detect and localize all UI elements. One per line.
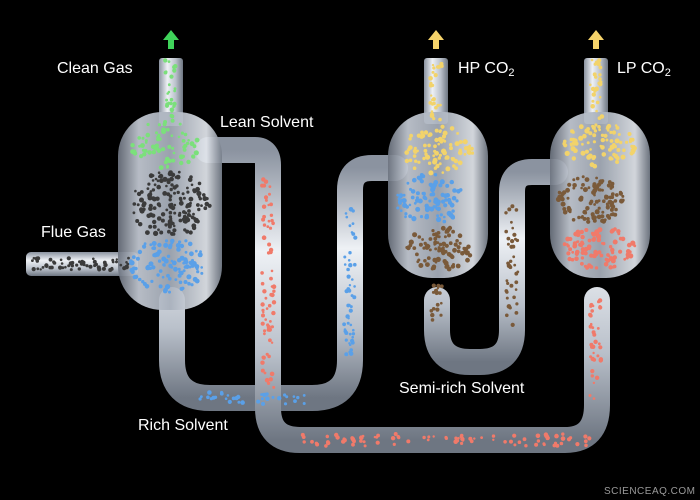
- hp-co2-outlet-pipe: [424, 58, 448, 124]
- rich-solvent-label: Rich Solvent: [138, 417, 228, 434]
- hp-co2-particles: [404, 124, 475, 176]
- absorber-solvent-particles: [129, 238, 204, 294]
- hp-co2-subscript: 2: [508, 67, 515, 79]
- semi-down-particles: [429, 283, 444, 322]
- lp-semi-rich-particles: [555, 175, 625, 224]
- lp-co2-subscript: 2: [664, 67, 671, 79]
- lp-co2-particles: [562, 123, 637, 169]
- clean-gas-particles: [130, 118, 200, 171]
- lp-pipe-particles: [589, 58, 605, 120]
- particles: [31, 58, 637, 448]
- lean-solvent-pipe: [195, 137, 610, 453]
- flue-gas-particles: [132, 170, 212, 236]
- watermark: SCIENCEAQ.COM: [604, 486, 696, 497]
- hp-semi-rich-particles: [405, 225, 473, 272]
- rich-solvent-pipe: [159, 155, 408, 411]
- clean-gas-up-arrow-icon: [163, 30, 179, 49]
- lp-co2-label: LP CO2: [617, 60, 671, 79]
- lp-stripper-vessel: [550, 112, 650, 278]
- hp-co2-label: HP CO2: [458, 60, 515, 79]
- lean-riser-particles: [588, 298, 604, 400]
- semi-up-particles: [504, 204, 520, 327]
- hp-pipe-particles: [428, 61, 444, 122]
- lean-vertical-particles: [260, 177, 277, 389]
- flue-gas-label: Flue Gas: [41, 224, 106, 241]
- semi-rich-solvent-label: Semi-rich Solvent: [399, 380, 525, 397]
- lean-solvent-label: Lean Solvent: [220, 114, 314, 131]
- flue-pipe-particles: [31, 256, 130, 272]
- lp-co2-up-arrow-icon: [588, 30, 604, 49]
- lp-co2-text: LP CO: [617, 60, 665, 77]
- clean-gas-outlet-pipe: [159, 58, 183, 126]
- hp-rich-particles: [396, 173, 463, 224]
- lp-lean-particles: [562, 227, 637, 270]
- lean-bottom-particles: [300, 432, 592, 448]
- rich-bottom-particles: [198, 390, 306, 406]
- rich-vertical-particles: [342, 207, 358, 357]
- clean-gas-label: Clean Gas: [57, 60, 133, 77]
- arrows: [163, 30, 604, 49]
- semi-rich-pipe: [424, 159, 568, 375]
- hp-co2-up-arrow-icon: [428, 30, 444, 49]
- clean-pipe-particles: [163, 58, 178, 119]
- hp-co2-text: HP CO: [458, 60, 509, 77]
